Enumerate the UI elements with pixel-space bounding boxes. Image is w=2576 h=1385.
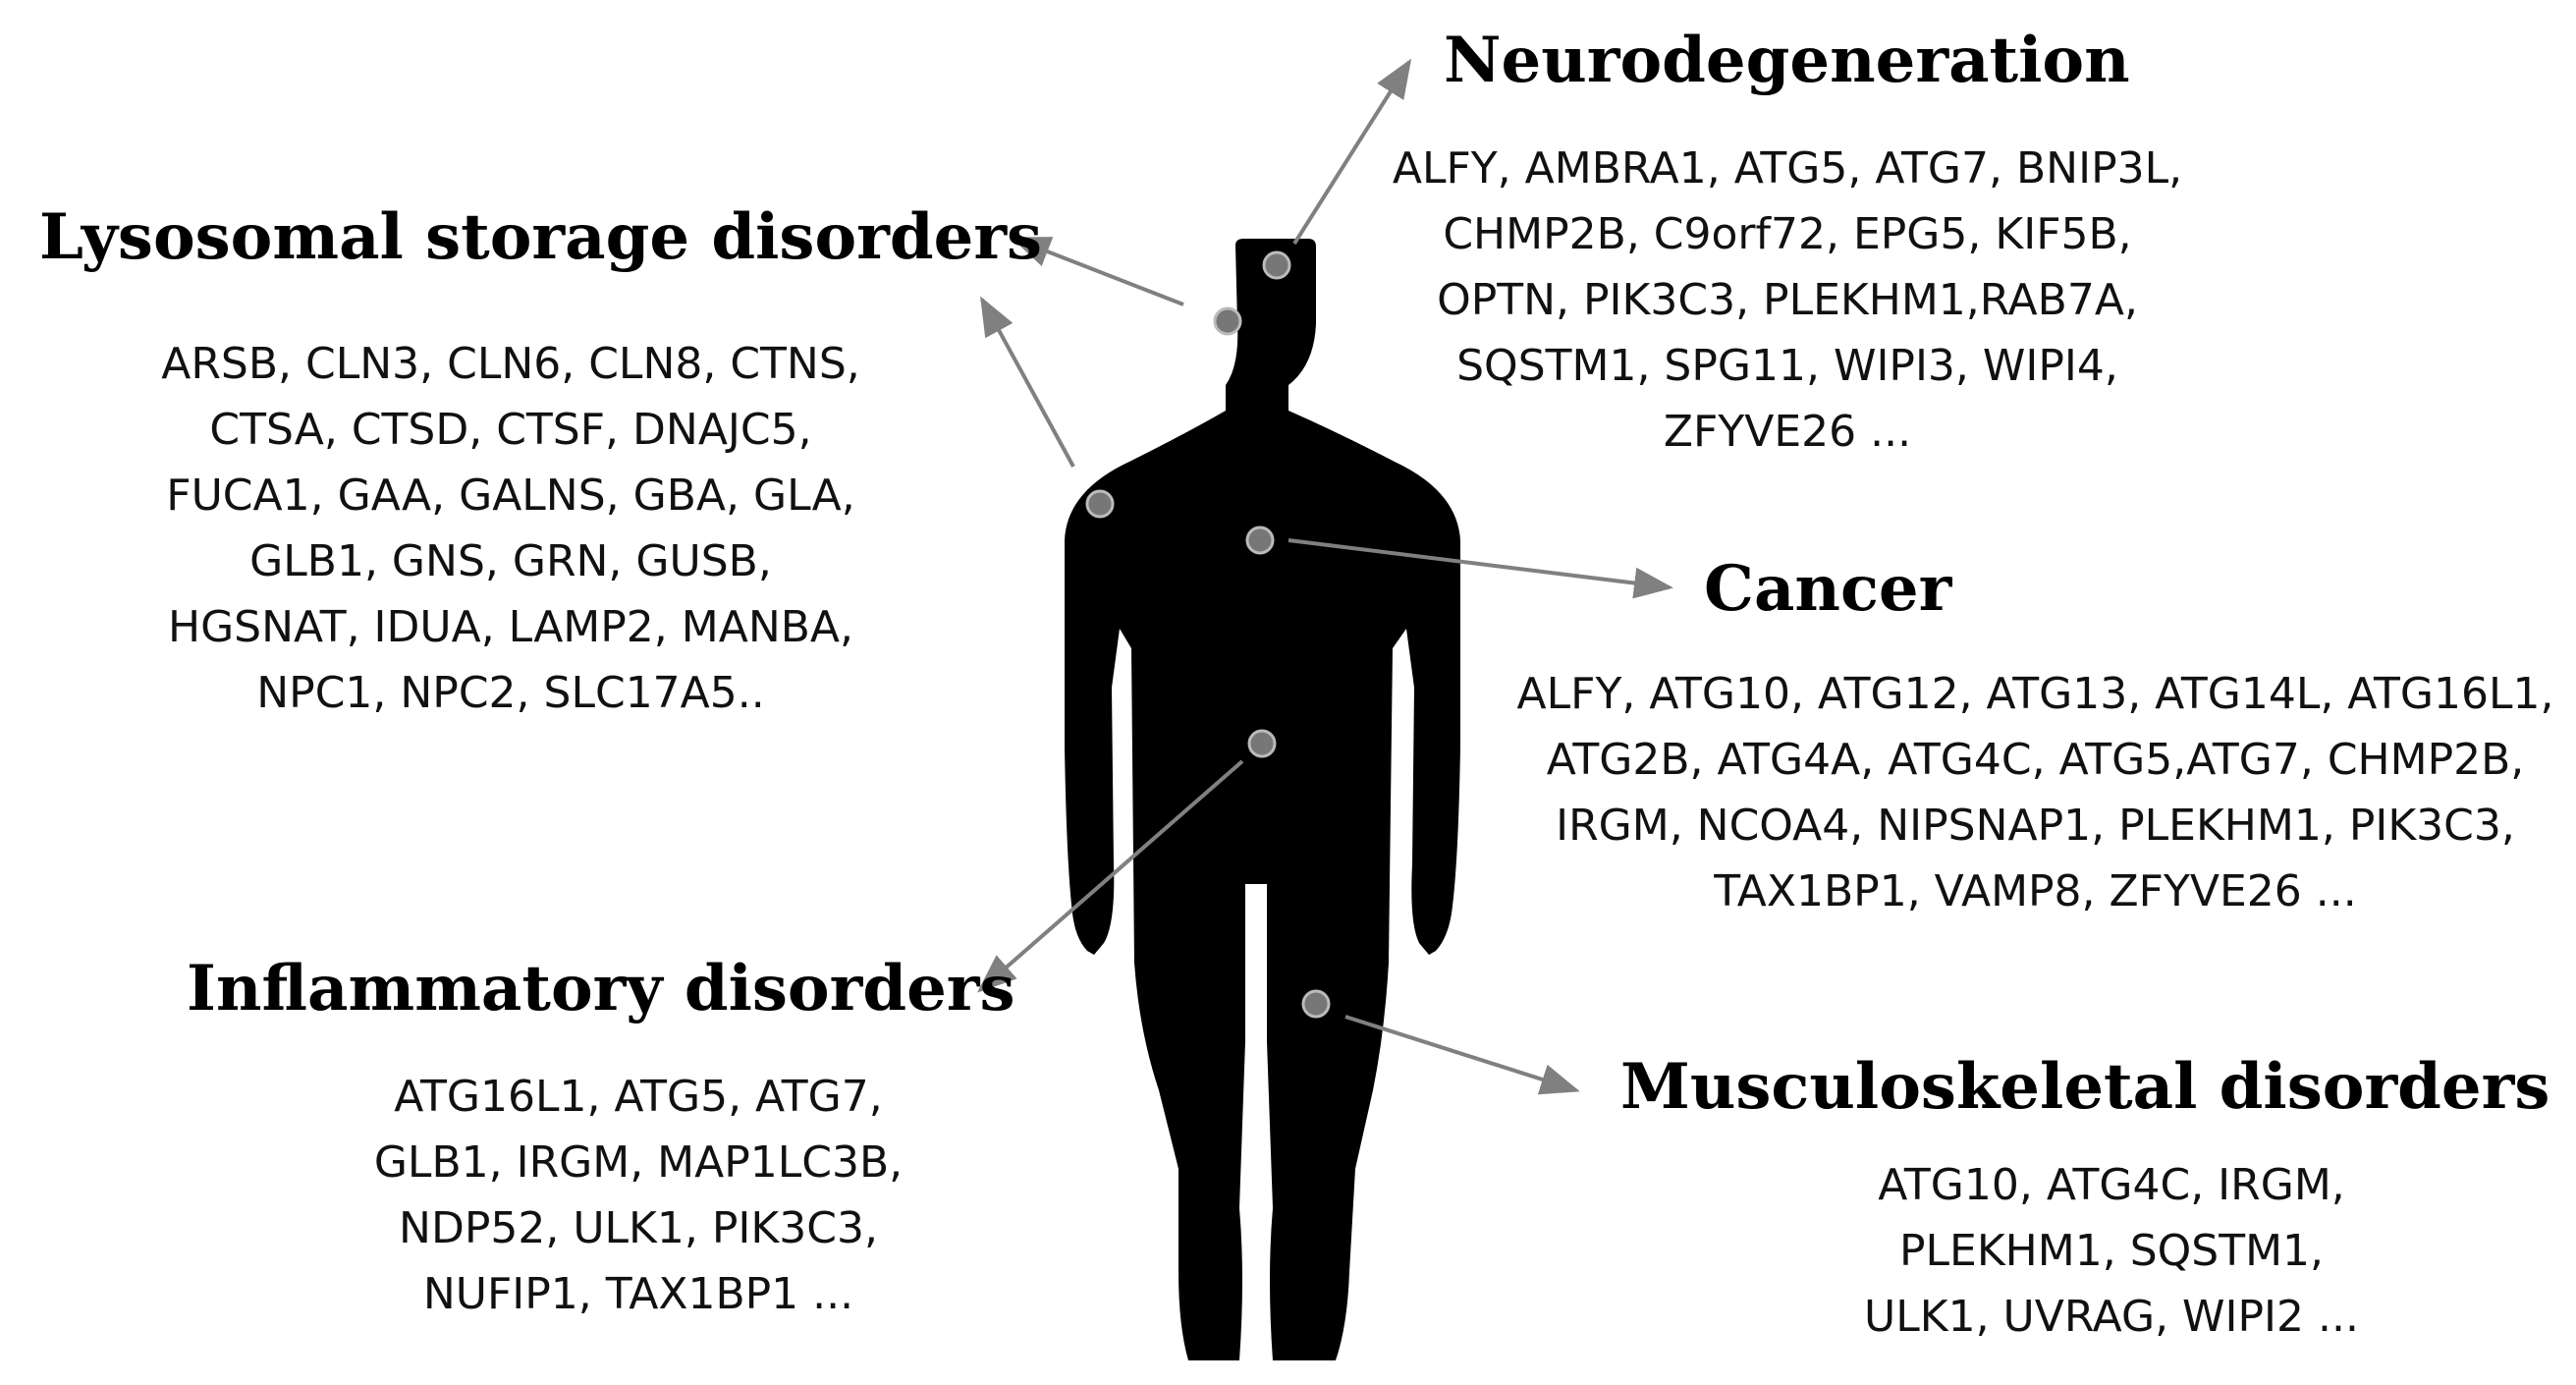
gene-line: TAX1BP1, VAMP8, ZFYVE26 ... (1714, 866, 2357, 916)
gene-line: OPTN, PIK3C3, PLEKHM1,RAB7A, (1437, 275, 2138, 325)
gene-line: NPC1, NPC2, SLC17A5.. (256, 668, 765, 718)
group-title: Lysosomal storage disorders (39, 200, 1043, 274)
human-silhouette-icon (1065, 239, 1460, 1360)
group-title: Neurodegeneration (1444, 24, 2130, 97)
group-title: Musculoskeletal disorders (1620, 1050, 2550, 1124)
gene-line: NDP52, ULK1, PIK3C3, (399, 1203, 878, 1253)
gene-line: ATG10, ATG4C, IRGM, (1878, 1160, 2345, 1210)
location-dot-icon (1301, 989, 1331, 1019)
gene-line: ATG16L1, ATG5, ATG7, (394, 1072, 883, 1122)
gene-line: NUFIP1, TAX1BP1 ... (422, 1269, 854, 1319)
gene-line: ATG2B, ATG4A, ATG4C, ATG5,ATG7, CHMP2B, (1546, 735, 2525, 785)
gene-line: GLB1, IRGM, MAP1LC3B, (373, 1137, 904, 1188)
gene-line: PLEKHM1, SQSTM1, (1898, 1226, 2325, 1276)
gene-line: ZFYVE26 ... (1663, 407, 1912, 457)
gene-list: ATG16L1, ATG5, ATG7, GLB1, IRGM, MAP1LC3… (265, 1064, 1012, 1327)
arrow-to-inflammatory (976, 759, 1244, 993)
location-dot-icon (1245, 526, 1275, 555)
gene-line: IRGM, NCOA4, NIPSNAP1, PLEKHM1, PIK3C3, (1556, 801, 2515, 851)
gene-line: ALFY, ATG10, ATG12, ATG13, ATG14L, ATG16… (1516, 669, 2554, 719)
gene-line: ALFY, AMBRA1, ATG5, ATG7, BNIP3L, (1392, 143, 2183, 194)
gene-line: GLB1, GNS, GRN, GUSB, (249, 536, 772, 586)
gene-line: ARSB, CLN3, CLN6, CLN8, CTNS, (161, 339, 860, 389)
gene-list: ATG10, ATG4C, IRGM, PLEKHM1, SQSTM1, ULK… (1738, 1152, 2485, 1350)
group-title: Inflammatory disorders (187, 952, 1015, 1025)
gene-list: ARSB, CLN3, CLN6, CLN8, CTNS, CTSA, CTSD… (118, 331, 904, 726)
arrow-to-cancer (1288, 538, 1673, 599)
gene-line: ULK1, UVRAG, WIPI2 ... (1864, 1292, 2359, 1342)
gene-list: ALFY, ATG10, ATG12, ATG13, ATG14L, ATG16… (1503, 661, 2568, 924)
arrow-to-lysosomal-upper (1011, 237, 1184, 306)
location-dot-icon (1085, 489, 1115, 519)
gene-line: CHMP2B, C9orf72, EPG5, KIF5B, (1443, 209, 2132, 259)
location-dot-icon (1213, 306, 1242, 336)
arrow-to-neurodegeneration (1292, 58, 1412, 246)
gene-line: SQSTM1, SPG11, WIPI3, WIPI4, (1456, 341, 2118, 391)
gene-line: CTSA, CTSD, CTSF, DNAJC5, (209, 405, 812, 455)
location-dot-icon (1262, 250, 1291, 280)
group-title: Cancer (1704, 552, 1952, 626)
gene-list: ALFY, AMBRA1, ATG5, ATG7, BNIP3L, CHMP2B… (1355, 136, 2220, 465)
gene-line: HGSNAT, IDUA, LAMP2, MANBA, (167, 602, 854, 652)
arrow-to-musculoskeletal (1344, 1015, 1580, 1095)
location-dot-icon (1247, 729, 1277, 758)
arrow-to-lysosomal-lower (980, 296, 1075, 468)
gene-line: FUCA1, GAA, GALNS, GBA, GLA, (166, 471, 855, 521)
